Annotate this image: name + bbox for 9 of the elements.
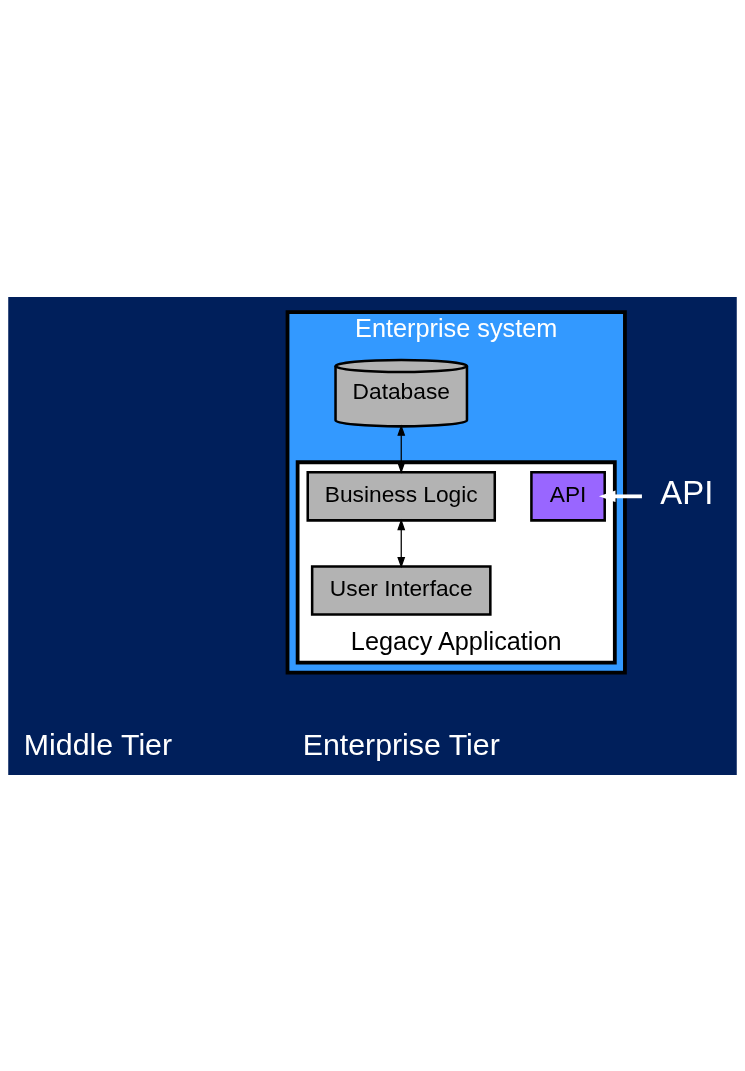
arrow xyxy=(599,490,642,502)
arrow xyxy=(397,518,406,568)
node-box: User Interface xyxy=(310,564,492,616)
node-text: API xyxy=(660,473,714,511)
label: Middle Tier xyxy=(23,727,173,761)
arrow xyxy=(397,423,406,474)
label: Enterprise Tier xyxy=(302,727,500,761)
node-box: API xyxy=(530,470,606,522)
node-box: Business Logic xyxy=(306,470,497,522)
